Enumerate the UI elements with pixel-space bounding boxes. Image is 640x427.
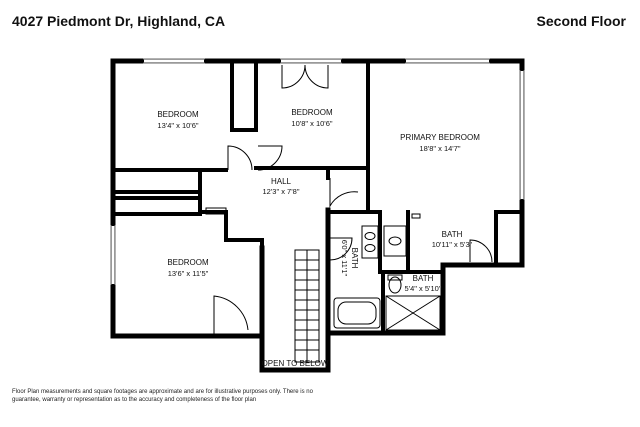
room-labels: BEDROOM 13'4" x 10'6" BEDROOM 10'8" x 10… bbox=[157, 108, 480, 368]
room-label-bedroom-n: BEDROOM bbox=[291, 108, 333, 117]
room-dims-primary-bedroom: 18'8" x 14'7" bbox=[419, 144, 460, 153]
room-label-bath-small: BATH bbox=[413, 274, 434, 283]
room-dims-hall: 12'3" x 7'8" bbox=[263, 187, 300, 196]
room-dims-bath-primary: 10'11" x 5'3" bbox=[432, 240, 473, 249]
room-dims-bath-small: 5'4" x 5'10" bbox=[405, 284, 442, 293]
disclaimer-text: Floor Plan measurements and square foota… bbox=[12, 389, 313, 403]
room-label-hall: HALL bbox=[271, 177, 292, 186]
room-label-bath-primary: BATH bbox=[442, 230, 463, 239]
floor-label: Second Floor bbox=[536, 13, 626, 29]
fixtures bbox=[205, 207, 441, 363]
room-dims-bath-vertical: 6'0" x 11'1" bbox=[340, 240, 349, 277]
room-label-bedroom-sw: BEDROOM bbox=[167, 258, 209, 267]
room-dims-bedroom-n: 10'8" x 10'6" bbox=[291, 119, 332, 128]
room-dims-bedroom-sw: 13'6" x 11'5" bbox=[168, 269, 209, 278]
stairs bbox=[294, 249, 320, 363]
room-label-bedroom-nw: BEDROOM bbox=[157, 110, 199, 119]
interior-walls bbox=[111, 59, 524, 335]
room-label-primary-bedroom: PRIMARY BEDROOM bbox=[400, 133, 480, 142]
room-dims-bedroom-nw: 13'4" x 10'6" bbox=[157, 121, 198, 130]
property-address: 4027 Piedmont Dr, Highland, CA bbox=[12, 13, 226, 29]
windows bbox=[110, 58, 525, 285]
doors bbox=[213, 64, 493, 334]
room-label-open-below: OPEN TO BELOW bbox=[262, 359, 329, 368]
room-label-bath-vertical: BATH bbox=[350, 248, 359, 269]
